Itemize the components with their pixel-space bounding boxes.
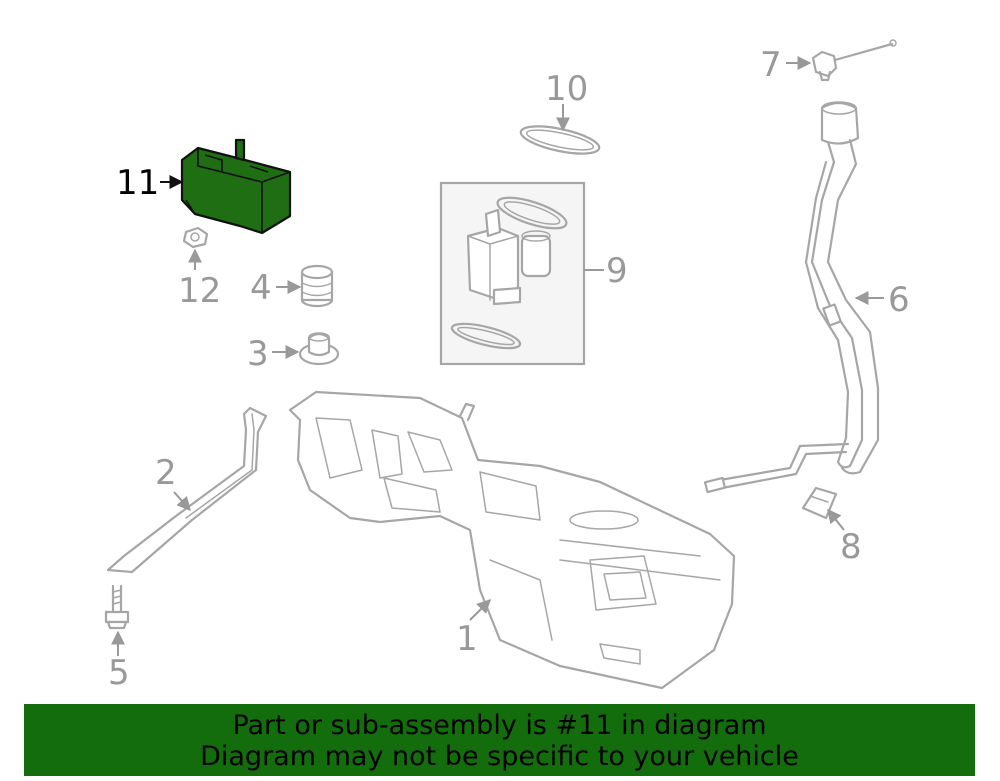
part-2-strap[interactable] bbox=[106, 406, 268, 574]
callout-3: 3 bbox=[247, 334, 300, 374]
part-11-module[interactable] bbox=[180, 138, 292, 235]
banner-line-2: Diagram may not be specific to your vehi… bbox=[200, 741, 799, 772]
part-1-fuel-tank[interactable] bbox=[288, 390, 736, 690]
callout-8-label: 8 bbox=[840, 527, 862, 567]
part-6-filler-pipe[interactable] bbox=[703, 101, 880, 494]
callout-10-label: 10 bbox=[545, 69, 588, 109]
callout-7-label: 7 bbox=[760, 45, 782, 85]
callout-11-label: 11 bbox=[116, 163, 159, 203]
info-banner: Part or sub-assembly is #11 in diagram D… bbox=[24, 704, 975, 776]
callout-9: 9 bbox=[584, 251, 628, 291]
callout-6: 6 bbox=[854, 280, 910, 320]
part-12-nut[interactable] bbox=[182, 226, 209, 249]
callout-7: 7 bbox=[760, 45, 812, 85]
part-9-fuel-pump-assembly[interactable] bbox=[439, 181, 586, 366]
callout-10: 10 bbox=[545, 69, 588, 132]
callout-6-label: 6 bbox=[888, 280, 910, 320]
part-7-sensor[interactable] bbox=[811, 39, 897, 82]
callout-3-label: 3 bbox=[247, 334, 269, 374]
callout-12: 12 bbox=[178, 248, 221, 311]
callout-11: 11 bbox=[116, 163, 184, 203]
banner-line-1: Part or sub-assembly is #11 in diagram bbox=[232, 710, 767, 741]
part-3-grommet[interactable] bbox=[298, 332, 340, 366]
callout-1: 1 bbox=[456, 599, 491, 659]
callout-8: 8 bbox=[827, 508, 862, 567]
part-10-seal-ring[interactable] bbox=[519, 121, 602, 159]
callout-4: 4 bbox=[250, 268, 302, 308]
callout-5-label: 5 bbox=[108, 653, 130, 693]
callout-2: 2 bbox=[155, 453, 191, 512]
callout-12-label: 12 bbox=[178, 271, 221, 311]
part-5-bolt[interactable] bbox=[104, 584, 130, 630]
callout-9-label: 9 bbox=[606, 251, 628, 291]
callout-2-label: 2 bbox=[155, 453, 177, 493]
part-4-bushing[interactable] bbox=[300, 264, 334, 308]
callout-1-label: 1 bbox=[456, 619, 478, 659]
callout-5: 5 bbox=[108, 630, 130, 693]
callout-4-label: 4 bbox=[250, 268, 272, 308]
